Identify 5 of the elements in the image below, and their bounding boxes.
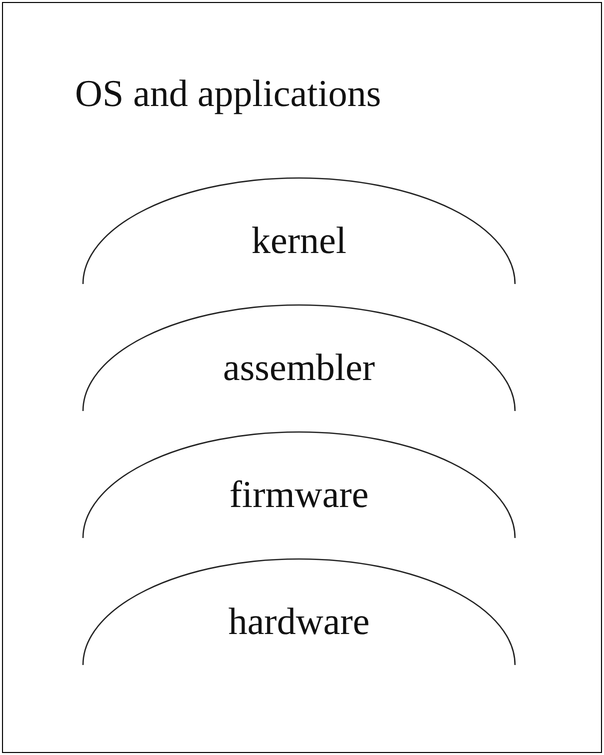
heading-text: OS and applications xyxy=(75,72,382,116)
layer-label: firmware xyxy=(228,473,370,517)
layer-label: assembler xyxy=(222,346,376,390)
layer-label: kernel xyxy=(250,219,348,263)
layer-label: hardware xyxy=(227,600,371,644)
